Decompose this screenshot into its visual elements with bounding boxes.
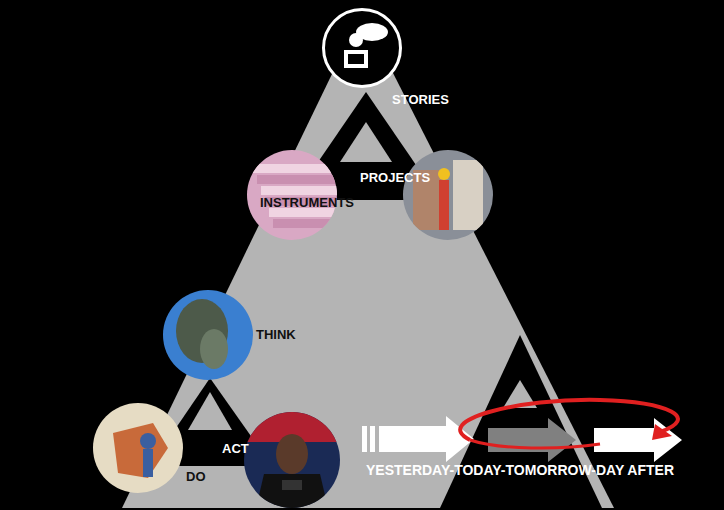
circle-label: ACT	[222, 442, 249, 456]
image-circle: DO	[93, 403, 183, 493]
circle-label: STORIES	[392, 93, 449, 107]
photo-illustration	[163, 290, 253, 380]
circle-label: DO	[186, 470, 206, 484]
circle-label: INSTRUMENTS	[260, 196, 354, 210]
photo-illustration	[244, 412, 340, 508]
circle-label: THINK	[256, 328, 296, 342]
left-inner-grey	[188, 392, 232, 430]
time-arrows	[362, 400, 682, 462]
circle-photo	[325, 11, 399, 85]
top-inner-grey	[340, 122, 392, 162]
circle-photo	[247, 150, 337, 240]
photo-illustration	[247, 150, 337, 240]
circle-label: PROJECTS	[360, 171, 430, 185]
circle-photo	[244, 412, 340, 508]
image-circle: THINK	[163, 290, 253, 380]
image-circle: INSTRUMENTS	[247, 150, 337, 240]
image-circle: ACT	[244, 412, 340, 508]
circle-photo	[403, 150, 493, 240]
photo-illustration	[403, 150, 493, 240]
image-circle: STORIES	[322, 8, 402, 88]
circle-photo	[93, 403, 183, 493]
circle-photo	[163, 290, 253, 380]
timeline-label: YESTERDAY-TODAY-TOMORROW-DAY AFTER	[366, 463, 674, 478]
photo-illustration	[325, 11, 399, 85]
image-circle: PROJECTS	[403, 150, 493, 240]
photo-illustration	[93, 403, 183, 493]
